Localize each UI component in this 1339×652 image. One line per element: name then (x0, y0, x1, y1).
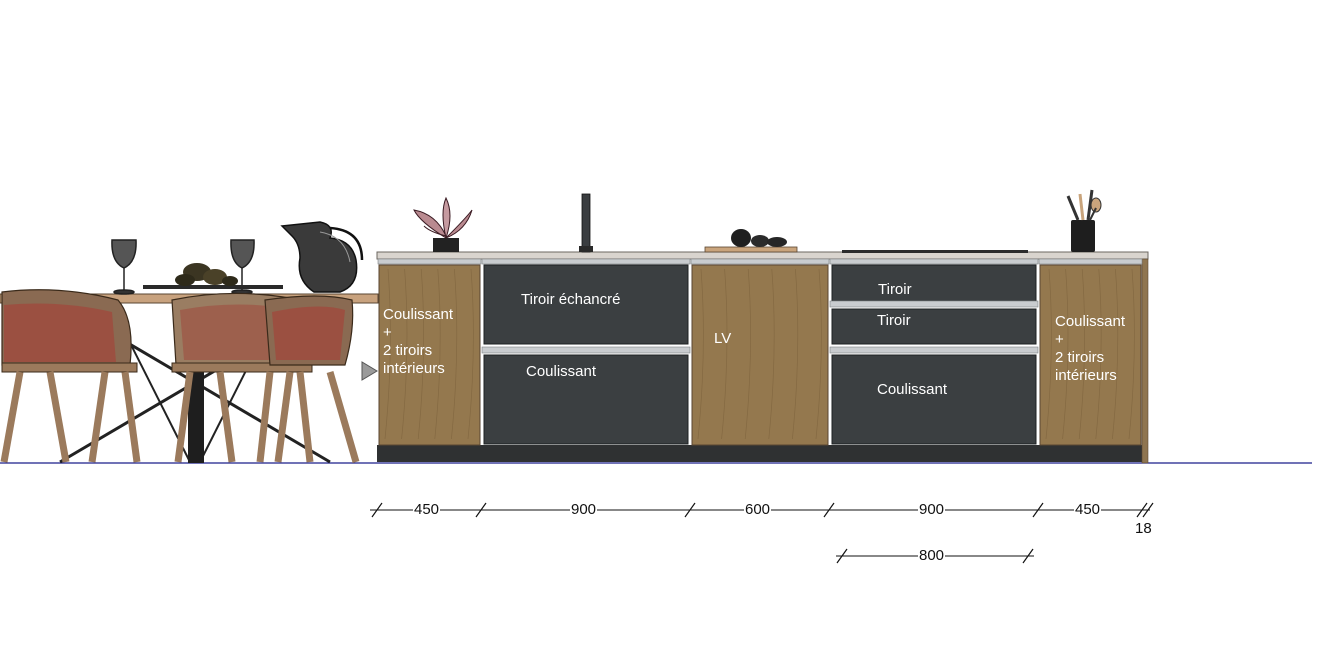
carafe-icon (280, 221, 364, 293)
wood-grain (417, 268, 424, 440)
wine-glass-icon (111, 239, 137, 295)
handle-rail (829, 346, 1039, 354)
dimension-tick (1136, 502, 1148, 518)
wood-grain (1128, 268, 1135, 440)
countertop (376, 251, 1149, 260)
wood-grain (697, 268, 704, 440)
dimension-tick (823, 502, 835, 518)
drawer-label-tiroir-middle: Tiroir (877, 312, 911, 329)
module-5-line-2: + (1055, 331, 1064, 348)
module-3-label: LV (714, 330, 732, 347)
drawer-label-tiroir-echancre: Tiroir échancré (521, 291, 621, 308)
wood-grain (1095, 268, 1102, 440)
module-1-line-3: 2 tiroirs (383, 342, 433, 359)
dim-800: 800 (918, 547, 946, 564)
module-5-label: Coulissant + 2 tiroirs intérieurs (1055, 313, 1125, 385)
plant-icon (413, 196, 473, 252)
wood-grain (768, 268, 775, 440)
wood-grain (434, 268, 441, 440)
handle-rail (481, 258, 691, 265)
wood-grain (1078, 268, 1085, 440)
wood-grain (792, 268, 799, 440)
dimension-tick (684, 502, 696, 518)
dim-450-right: 450 (1074, 501, 1102, 518)
dimension-tick (836, 548, 848, 564)
handle-rail (690, 258, 830, 265)
module-5-line-1: Coulissant (1055, 313, 1126, 330)
module-1-line-2: + (383, 324, 392, 341)
handle-rail (829, 300, 1039, 308)
chair-icon (0, 289, 141, 463)
wood-grain (721, 268, 728, 440)
cutting-board-icon (704, 229, 798, 253)
wood-grain (815, 268, 822, 440)
handle-rail (1038, 258, 1143, 265)
utensil-pot-icon (1066, 189, 1102, 252)
drawer-front (831, 354, 1037, 445)
faucet-icon (579, 193, 593, 253)
wood-grain (744, 268, 751, 440)
wood-grain (467, 268, 474, 440)
drawer-front (831, 308, 1037, 345)
oak-door (378, 264, 481, 446)
drawer-front (483, 264, 689, 345)
oak-door (1039, 264, 1142, 446)
wood-grain (451, 268, 458, 440)
end-panel (1141, 258, 1149, 464)
module-5-line-4: intérieurs (1055, 367, 1117, 384)
fruit-bowl-icon (143, 263, 283, 289)
dimension-tick (1142, 502, 1154, 518)
dimension-tick (1032, 502, 1044, 518)
drawer-label-coulissant-right: Coulissant (877, 381, 948, 398)
module-1-line-4: intérieurs (383, 360, 445, 377)
oak-door (691, 264, 829, 446)
module-5-line-3: 2 tiroirs (1055, 349, 1105, 366)
dim-600: 600 (744, 501, 772, 518)
module-1-label: Coulissant + 2 tiroirs intérieurs (383, 306, 453, 378)
wood-grain (384, 268, 391, 440)
drawer-label-tiroir-top: Tiroir (878, 281, 912, 298)
handle-rail (481, 346, 691, 354)
plinth (377, 445, 1145, 462)
handle-rail (829, 258, 1039, 265)
drawer-front (483, 354, 689, 445)
dimension-tick (371, 502, 383, 518)
dim-end-panel: 18 (1134, 520, 1153, 537)
hob-icon (842, 250, 1028, 253)
chair-icon (264, 295, 360, 463)
dim-450-left: 450 (413, 501, 441, 518)
drawer-front (831, 264, 1037, 303)
handle-rail (377, 258, 482, 265)
section-arrow-icon (361, 361, 378, 381)
module-1-line-1: Coulissant (383, 306, 454, 323)
wood-grain (1062, 268, 1069, 440)
chair-icon (171, 292, 314, 463)
dim-900-left: 900 (570, 501, 598, 518)
dim-900-right: 900 (918, 501, 946, 518)
dimension-tick (1022, 548, 1034, 564)
wood-grain (1112, 268, 1119, 440)
cabinet-run (377, 258, 1143, 446)
drawer-label-coulissant: Coulissant (526, 363, 597, 380)
dimension-tick (475, 502, 487, 518)
wood-grain (1045, 268, 1052, 440)
wood-grain (401, 268, 408, 440)
